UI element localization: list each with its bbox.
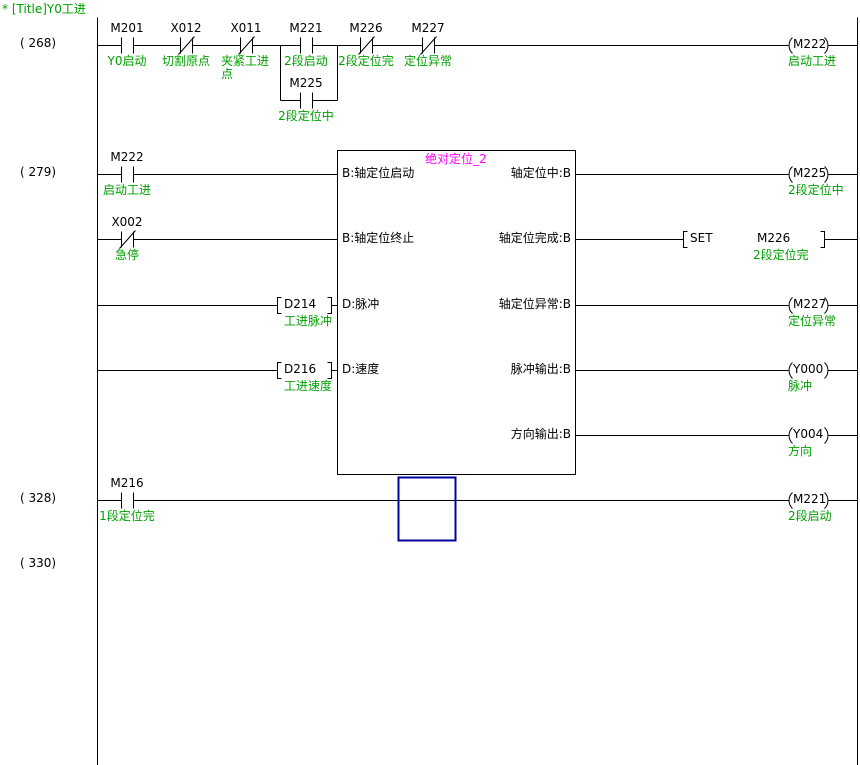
contact-m222-icon[interactable] [121, 166, 134, 183]
fb-input-1: B:轴定位终止 [342, 231, 415, 245]
step-328: ( 328) [20, 491, 57, 505]
contact-m226-label[interactable]: M226 [349, 21, 383, 35]
step-279: ( 279) [20, 165, 57, 179]
bracket-d214-icon[interactable] [277, 297, 332, 314]
contact-m201-label[interactable]: M201 [110, 21, 144, 35]
coil-m222-label[interactable]: M222 [793, 37, 827, 51]
contact-m221-label[interactable]: M221 [289, 21, 323, 35]
contact-x002-label[interactable]: X002 [111, 215, 143, 229]
fb-input-0: B:轴定位启动 [342, 166, 415, 180]
contact-m216-comment: 1段定位完 [99, 509, 155, 523]
step-268: ( 268) [20, 36, 57, 50]
contact-m225-label[interactable]: M225 [289, 76, 323, 90]
coil-m225-icon[interactable] [788, 166, 829, 183]
contact-m225-comment: 2段定位中 [278, 109, 334, 123]
selection-cursor [397, 476, 457, 542]
contact-m222-comment: 启动工进 [102, 183, 151, 197]
contact-m226-nc-icon[interactable] [358, 36, 375, 55]
step-330: ( 330) [20, 556, 57, 570]
set-bracket-icon[interactable] [683, 231, 825, 248]
coil-y004-icon[interactable] [788, 427, 829, 444]
contact-x012-nc-icon[interactable] [178, 36, 195, 55]
coil-m225-label[interactable]: M225 [793, 166, 827, 180]
contact-m225-icon[interactable] [300, 92, 313, 109]
coil-m222-comment: 启动工进 [788, 54, 837, 68]
contact-x011-label[interactable]: X011 [230, 21, 262, 35]
coil-m221-comment: 2段启动 [788, 509, 832, 523]
contact-m221-comment: 2段启动 [284, 54, 328, 68]
contact-x002-comment: 急停 [114, 248, 139, 262]
coil-y000-icon[interactable] [788, 362, 829, 379]
contact-m227-nc-icon[interactable] [420, 36, 437, 55]
rung-268-wires [97, 45, 858, 101]
fb-output-0: 轴定位中:B [510, 166, 571, 180]
coil-m221-label[interactable]: M221 [793, 492, 827, 506]
contact-m227-label[interactable]: M227 [411, 21, 445, 35]
contact-m201-comment: Y0启动 [107, 54, 147, 68]
fb-output-4: 方向输出:B [510, 427, 571, 441]
contact-x012-comment: 切割原点 [161, 54, 210, 68]
coil-y004-label[interactable]: Y004 [793, 427, 824, 441]
contact-m226-comment: 2段定位完 [338, 54, 394, 68]
function-block-outline[interactable] [337, 150, 576, 475]
contact-x011-comment: 夹紧工进点 [221, 54, 270, 81]
coil-y004-comment: 方向 [788, 444, 813, 458]
rung-279-wires [97, 174, 858, 436]
bracket-d216-icon[interactable] [277, 362, 332, 379]
sheet-title: * [Title]Y0工进 [2, 2, 86, 16]
operand-d214-comment: 工进脉冲 [284, 314, 333, 328]
coil-m222-icon[interactable] [788, 37, 829, 54]
coil-y000-comment: 脉冲 [788, 379, 813, 393]
operand-d216-comment: 工进速度 [284, 379, 333, 393]
coil-m221-icon[interactable] [788, 492, 829, 509]
set-mnemonic[interactable]: SET [690, 231, 713, 245]
contact-m227-comment: 定位异常 [403, 54, 452, 68]
coil-m227-label[interactable]: M227 [793, 297, 827, 311]
fb-input-2: D:脉冲 [342, 297, 380, 311]
operand-d216-label[interactable]: D216 [284, 362, 317, 376]
fb-input-3: D:速度 [342, 362, 380, 376]
operand-d214-label[interactable]: D214 [284, 297, 317, 311]
coil-m227-icon[interactable] [788, 297, 829, 314]
set-operand[interactable]: M226 [757, 231, 791, 245]
contact-x002-nc-icon[interactable] [119, 230, 136, 249]
set-comment: 2段定位完 [753, 248, 809, 262]
fb-output-3: 脉冲输出:B [510, 362, 571, 376]
contact-m222-label[interactable]: M222 [110, 150, 144, 164]
contact-m216-label[interactable]: M216 [110, 476, 144, 490]
fb-title[interactable]: 绝对定位_2 [425, 152, 487, 166]
fb-output-1: 轴定位完成:B [498, 231, 571, 245]
contact-m201-icon[interactable] [121, 37, 134, 54]
contact-x011-nc-icon[interactable] [238, 36, 255, 55]
contact-m216-icon[interactable] [121, 492, 134, 509]
coil-m227-comment: 定位异常 [788, 314, 837, 328]
contact-x012-label[interactable]: X012 [170, 21, 202, 35]
coil-y000-label[interactable]: Y000 [793, 362, 824, 376]
contact-m221-icon[interactable] [300, 37, 313, 54]
coil-m225-comment: 2段定位中 [788, 183, 844, 197]
fb-output-2: 轴定位异常:B [498, 297, 571, 311]
